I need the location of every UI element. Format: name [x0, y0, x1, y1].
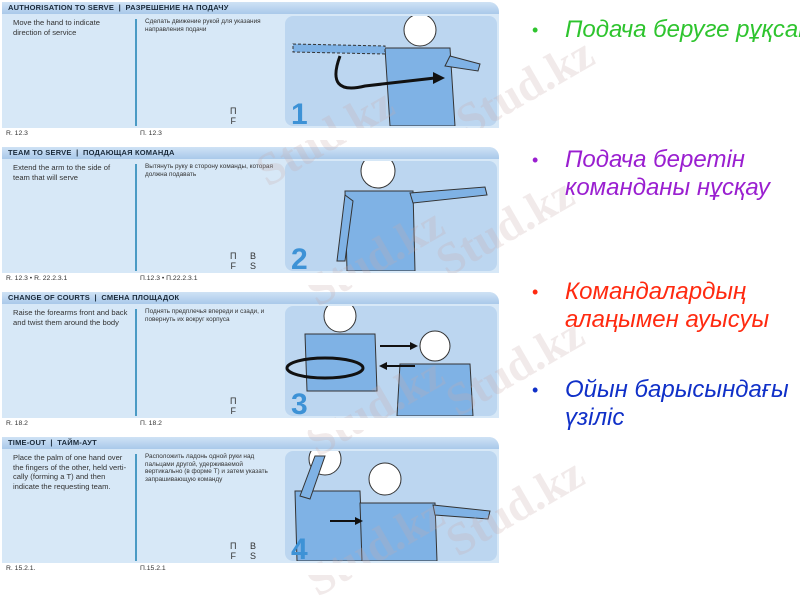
title-en: CHANGE OF COURTS: [8, 293, 90, 302]
title-ru: ТАЙМ-АУТ: [57, 438, 97, 447]
rule-ref-en: R. 15.2.1.: [6, 565, 36, 572]
description-ru: Вытянуть руку в сторону команды, которая…: [145, 163, 273, 178]
referee-figure-icon: [285, 306, 474, 416]
code-bottom: F: [230, 116, 236, 126]
signal-panel: CHANGE OF COURTS | СМЕНА ПЛОЩАДОК Raise …: [2, 292, 499, 430]
code-top: B: [250, 251, 257, 261]
code-top: П: [230, 106, 237, 116]
rule-ref-ru: П.12.3 • П.22.2.3.1: [140, 275, 198, 282]
panel-footer: R. 15.2.1. П.15.2.1: [2, 563, 499, 575]
panel-header: CHANGE OF COURTS | СМЕНА ПЛОЩАДОК: [2, 292, 499, 304]
code-bottom: F: [230, 406, 236, 416]
code-bottom: S: [250, 551, 257, 561]
referee-illustration: 1: [285, 16, 497, 126]
rule-ref-en: R. 12.3 • R. 22.2.3.1: [6, 275, 68, 282]
referee-figure-icon: [294, 451, 491, 561]
bullet-text: Подача беретін команданы нұсқау: [565, 146, 770, 201]
title-ru: СМЕНА ПЛОЩАДОК: [101, 293, 180, 302]
column-divider: [135, 454, 137, 561]
panel-header: TIME-OUT | ТАЙМ-АУТ: [2, 437, 499, 449]
title-ru: РАЗРЕШЕНИЕ НА ПОДАЧУ: [125, 3, 229, 12]
panel-footer: R. 12.3 • R. 22.2.3.1 П.12.3 • П.22.2.3.1: [2, 273, 499, 285]
code-top: П: [230, 396, 237, 406]
title-en: TEAM TO SERVE: [8, 148, 72, 157]
bullet-text: Ойын барысындағы үзіліс: [565, 376, 789, 431]
code-bottom: S: [250, 261, 257, 271]
description-ru: Расположить ладонь одной руки над пальца…: [145, 453, 268, 483]
rule-ref-en: R. 18.2: [6, 420, 28, 427]
panel-footer: R. 18.2 П. 18.2: [2, 418, 499, 430]
description-en: Place the palm of one hand over the fing…: [13, 453, 127, 492]
signal-panel: AUTHORISATION TO SERVE | РАЗРЕШЕНИЕ НА П…: [2, 2, 499, 140]
code-bottom: F: [230, 261, 236, 271]
bullet-dot-icon: •: [532, 380, 539, 400]
code-top: B: [250, 541, 257, 551]
bullet-dot-icon: •: [532, 150, 539, 170]
signal-number: 2: [291, 243, 308, 271]
column-divider: [135, 19, 137, 126]
referee-illustration: 4: [285, 451, 497, 561]
bullet-dot-icon: •: [532, 20, 539, 40]
title-ru: ПОДАЮЩАЯ КОМАНДА: [83, 148, 175, 157]
column-divider: [135, 164, 137, 271]
referee-illustration: 3: [285, 306, 497, 416]
description-ru: Поднять предплечья впереди и сзади, и по…: [145, 308, 265, 323]
code-top: П: [230, 251, 237, 261]
rule-ref-ru: П. 12.3: [140, 130, 162, 137]
rule-ref-en: R. 12.3: [6, 130, 28, 137]
signal-panel: TEAM TO SERVE | ПОДАЮЩАЯ КОМАНДА Extend …: [2, 147, 499, 285]
panel-header: AUTHORISATION TO SERVE | РАЗРЕШЕНИЕ НА П…: [2, 2, 499, 14]
signal-number: 4: [291, 533, 308, 561]
description-en: Move the hand to indicate direction of s…: [13, 18, 100, 37]
panel-header: TEAM TO SERVE | ПОДАЮЩАЯ КОМАНДА: [2, 147, 499, 159]
referee-figure-icon: [292, 16, 481, 126]
signal-number: 3: [291, 388, 308, 416]
description-en: Raise the forearms front and back and tw…: [13, 308, 128, 327]
referee-figure-icon: [336, 161, 488, 271]
rule-ref-ru: П. 18.2: [140, 420, 162, 427]
bullet-text: Подача беруге рұқсат: [565, 16, 800, 43]
panel-footer: R. 12.3 П. 12.3: [2, 128, 499, 140]
code-bottom: F: [230, 551, 236, 561]
description-en: Extend the arm to the side of team that …: [13, 163, 111, 182]
column-divider: [135, 309, 137, 416]
referee-illustration: 2: [285, 161, 497, 271]
title-en: TIME-OUT: [8, 438, 46, 447]
bullet-dot-icon: •: [532, 282, 539, 302]
description-ru: Сделать движение рукой для указания напр…: [145, 18, 261, 33]
signal-panel: TIME-OUT | ТАЙМ-АУТ Place the palm of on…: [2, 437, 499, 575]
bullet-text: Командалардың алаңымен ауысуы: [565, 278, 770, 333]
code-top: П: [230, 541, 237, 551]
title-en: AUTHORISATION TO SERVE: [8, 3, 115, 12]
signal-number: 1: [291, 98, 308, 126]
rule-ref-ru: П.15.2.1: [140, 565, 166, 572]
